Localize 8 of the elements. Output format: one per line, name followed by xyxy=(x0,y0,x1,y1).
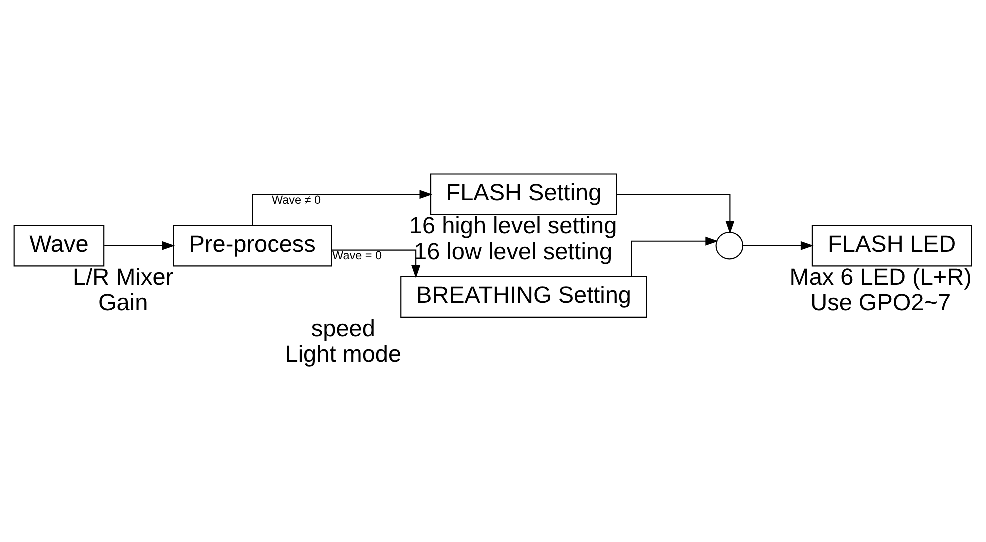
node-label: Gain xyxy=(98,289,148,316)
edge-label: Wave ≠ 0 xyxy=(272,193,322,206)
node-label: 16 low level setting xyxy=(414,238,613,264)
node-label: speed xyxy=(311,314,376,341)
node-label: 16 high level setting xyxy=(409,212,618,238)
node-label: Light mode xyxy=(285,340,402,366)
edge-label: Wave = 0 xyxy=(332,249,382,262)
node-label: Use GPO2~7 xyxy=(810,289,952,316)
